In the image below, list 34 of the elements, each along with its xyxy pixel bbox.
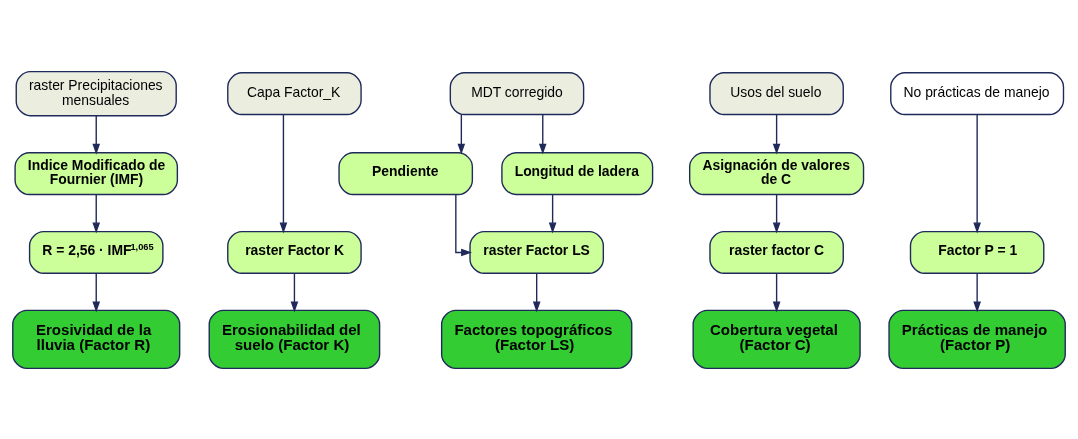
node-box: Longitud de ladera [501,151,654,195]
arrow [92,193,101,233]
node-box: R = 2,56 · IMF$^{1,065}$ [28,230,164,274]
arrow [290,272,299,312]
node-box: Pendiente [338,151,474,195]
node-box: raster factor C [709,230,844,274]
arrow [772,193,781,233]
node-box: Cobertura vegetal (Factor C) [692,309,861,369]
arrow [455,193,473,256]
arrow [973,113,981,233]
arrow [538,113,547,155]
arrow [548,193,557,233]
node-box: Indice Modificado de Fournier (IMF) [14,151,179,195]
arrow [92,272,101,312]
node-box: Erosionabilidad del suelo (Factor K) [208,309,381,369]
node-box: No prácticas de manejo [890,71,1065,115]
node-box: Factores topográficos (Factor LS) [440,309,633,369]
arrow [457,113,466,155]
arrow [973,272,981,312]
node-box: Prácticas de manejo (Factor P) [888,309,1066,369]
arrow [772,113,781,155]
node-box: Asignación de valores de C [689,151,865,195]
node-box: Erosividad de la lluvia (Factor R) [12,309,181,369]
node-box: Factor P = 1 [909,230,1045,274]
node-box: Capa Factor_K [227,71,362,115]
node-box: MDT corregido [449,71,585,115]
node-box: Usos del suelo [709,71,844,115]
arrow [279,113,288,233]
node-box: raster Factor LS [469,230,605,274]
node-box: raster Factor K [227,230,362,274]
arrow [772,272,781,312]
arrow [532,272,541,312]
node-box: raster Precipitaciones mensuales [15,70,177,116]
arrow [92,114,101,155]
